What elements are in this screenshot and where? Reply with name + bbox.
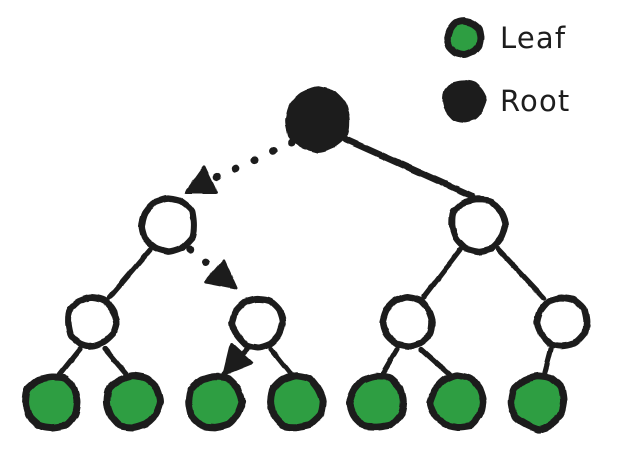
tree-edge xyxy=(495,246,547,301)
tree-node-root[interactable] xyxy=(285,86,351,153)
tree-node-leaf[interactable] xyxy=(507,372,568,433)
node-circle xyxy=(507,372,568,433)
legend-label-leaf: Leaf xyxy=(500,21,566,55)
tree-node-leaf[interactable] xyxy=(22,373,81,432)
tree-node-internal[interactable] xyxy=(379,293,436,350)
tree-node-leaf[interactable] xyxy=(267,371,327,431)
tree-edge xyxy=(341,135,476,200)
tree-node-leaf[interactable] xyxy=(185,373,246,431)
node-circle xyxy=(448,196,509,255)
tree-edge xyxy=(107,247,153,300)
tree-edge xyxy=(102,346,129,377)
tree-node-leaf[interactable] xyxy=(103,372,164,431)
tree-edge xyxy=(418,346,452,377)
edges-layer xyxy=(57,135,554,377)
tree-edge xyxy=(542,346,554,375)
legend-label-root: Root xyxy=(500,84,571,118)
node-circle xyxy=(103,372,164,431)
arrowhead-icon xyxy=(222,342,254,376)
arrowhead-icon xyxy=(204,259,238,290)
tree-edge xyxy=(268,346,293,376)
tree-node-internal[interactable] xyxy=(138,195,197,255)
node-circle xyxy=(426,371,487,431)
tree-edge xyxy=(182,138,296,196)
arrowhead-icon xyxy=(184,165,218,194)
tree-edge xyxy=(380,346,400,376)
node-circle xyxy=(285,86,351,153)
tree-node-internal[interactable] xyxy=(229,295,287,351)
node-circle xyxy=(533,294,590,350)
node-circle xyxy=(185,373,246,431)
tree-edge xyxy=(421,247,463,300)
nodes-layer xyxy=(22,86,590,433)
tree-node-internal[interactable] xyxy=(533,294,590,350)
node-circle xyxy=(379,293,436,350)
node-circle xyxy=(229,295,287,351)
node-circle xyxy=(22,373,81,432)
node-circle xyxy=(138,195,197,255)
tree-node-leaf[interactable] xyxy=(426,371,487,431)
tree-node-internal[interactable] xyxy=(65,293,121,350)
edge-group xyxy=(57,135,554,377)
node-circle xyxy=(346,372,407,431)
tree-node-internal[interactable] xyxy=(448,196,509,255)
tree-node-leaf[interactable] xyxy=(346,372,407,431)
legend-marker-leaf-icon xyxy=(443,17,484,59)
node-circle xyxy=(65,293,121,350)
legend-marker-root-icon xyxy=(442,79,487,123)
tree-edge xyxy=(57,346,83,377)
arrowheads-layer xyxy=(184,165,254,376)
legend-item-root[interactable]: Root xyxy=(442,79,571,123)
legend-item-leaf[interactable]: Leaf xyxy=(443,17,566,59)
node-circle xyxy=(267,371,327,431)
